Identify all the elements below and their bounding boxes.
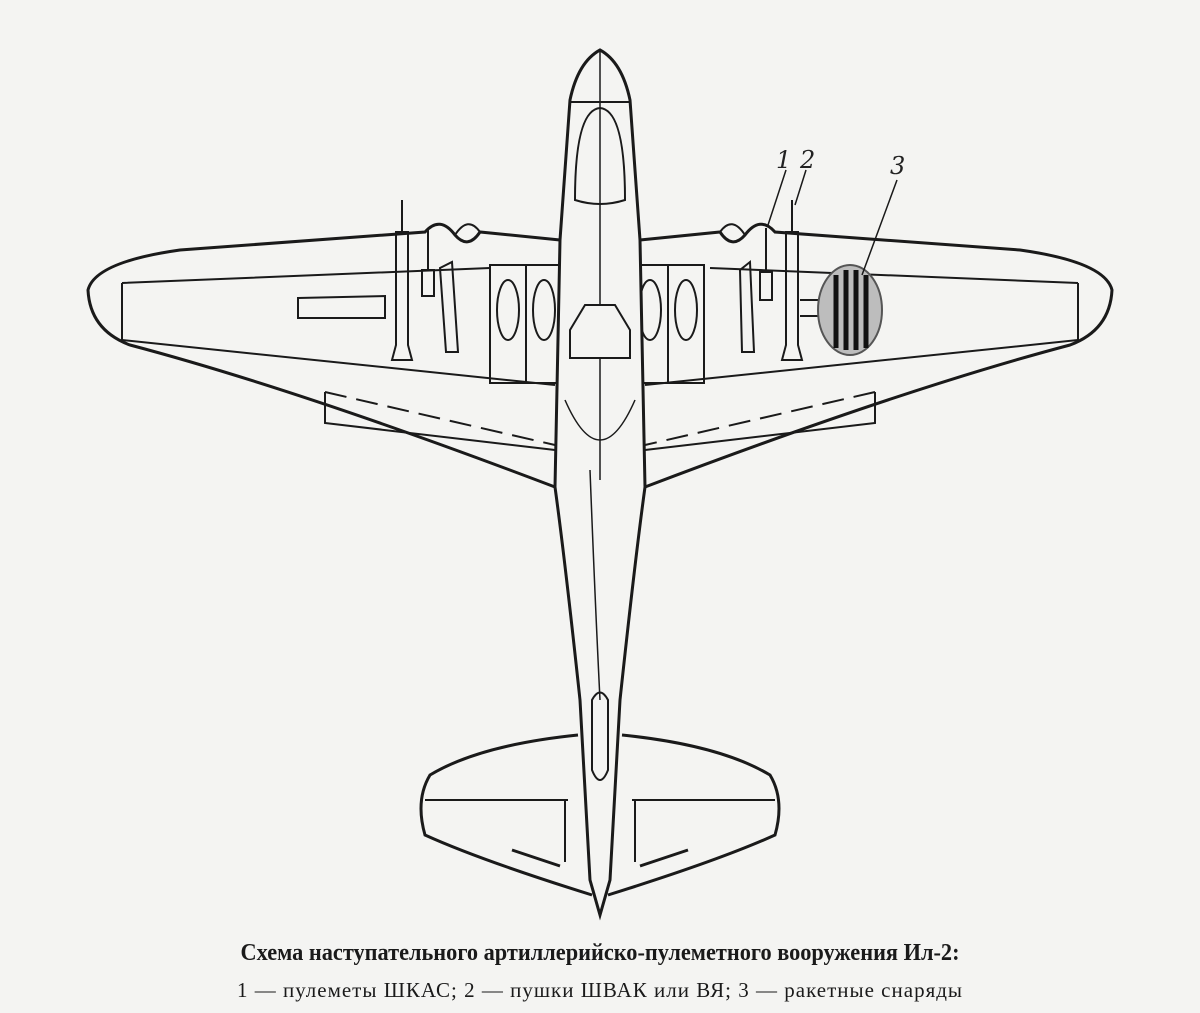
- machine-guns: [422, 228, 772, 352]
- aircraft-schematic: 1 2 3: [0, 0, 1200, 930]
- bomb-bays: [490, 265, 704, 383]
- cannons: [392, 200, 802, 360]
- rocket-projectiles: [818, 265, 882, 355]
- callout-leaders: [768, 170, 897, 275]
- figure-caption-legend: 1 — пулеметы ШКАС; 2 — пушки ШВАК или ВЯ…: [236, 978, 964, 1002]
- callout-3-label: 3: [890, 152, 905, 180]
- callout-2-label: 2: [799, 146, 815, 174]
- horizontal-tail: [421, 735, 779, 895]
- wing-structure: [122, 268, 1078, 450]
- callout-1-label: 1: [776, 146, 791, 174]
- fuselage: [555, 50, 645, 915]
- wing-outline: [88, 224, 1112, 487]
- figure-caption-title: Схема наступательного артиллерийско-пуле…: [240, 940, 960, 966]
